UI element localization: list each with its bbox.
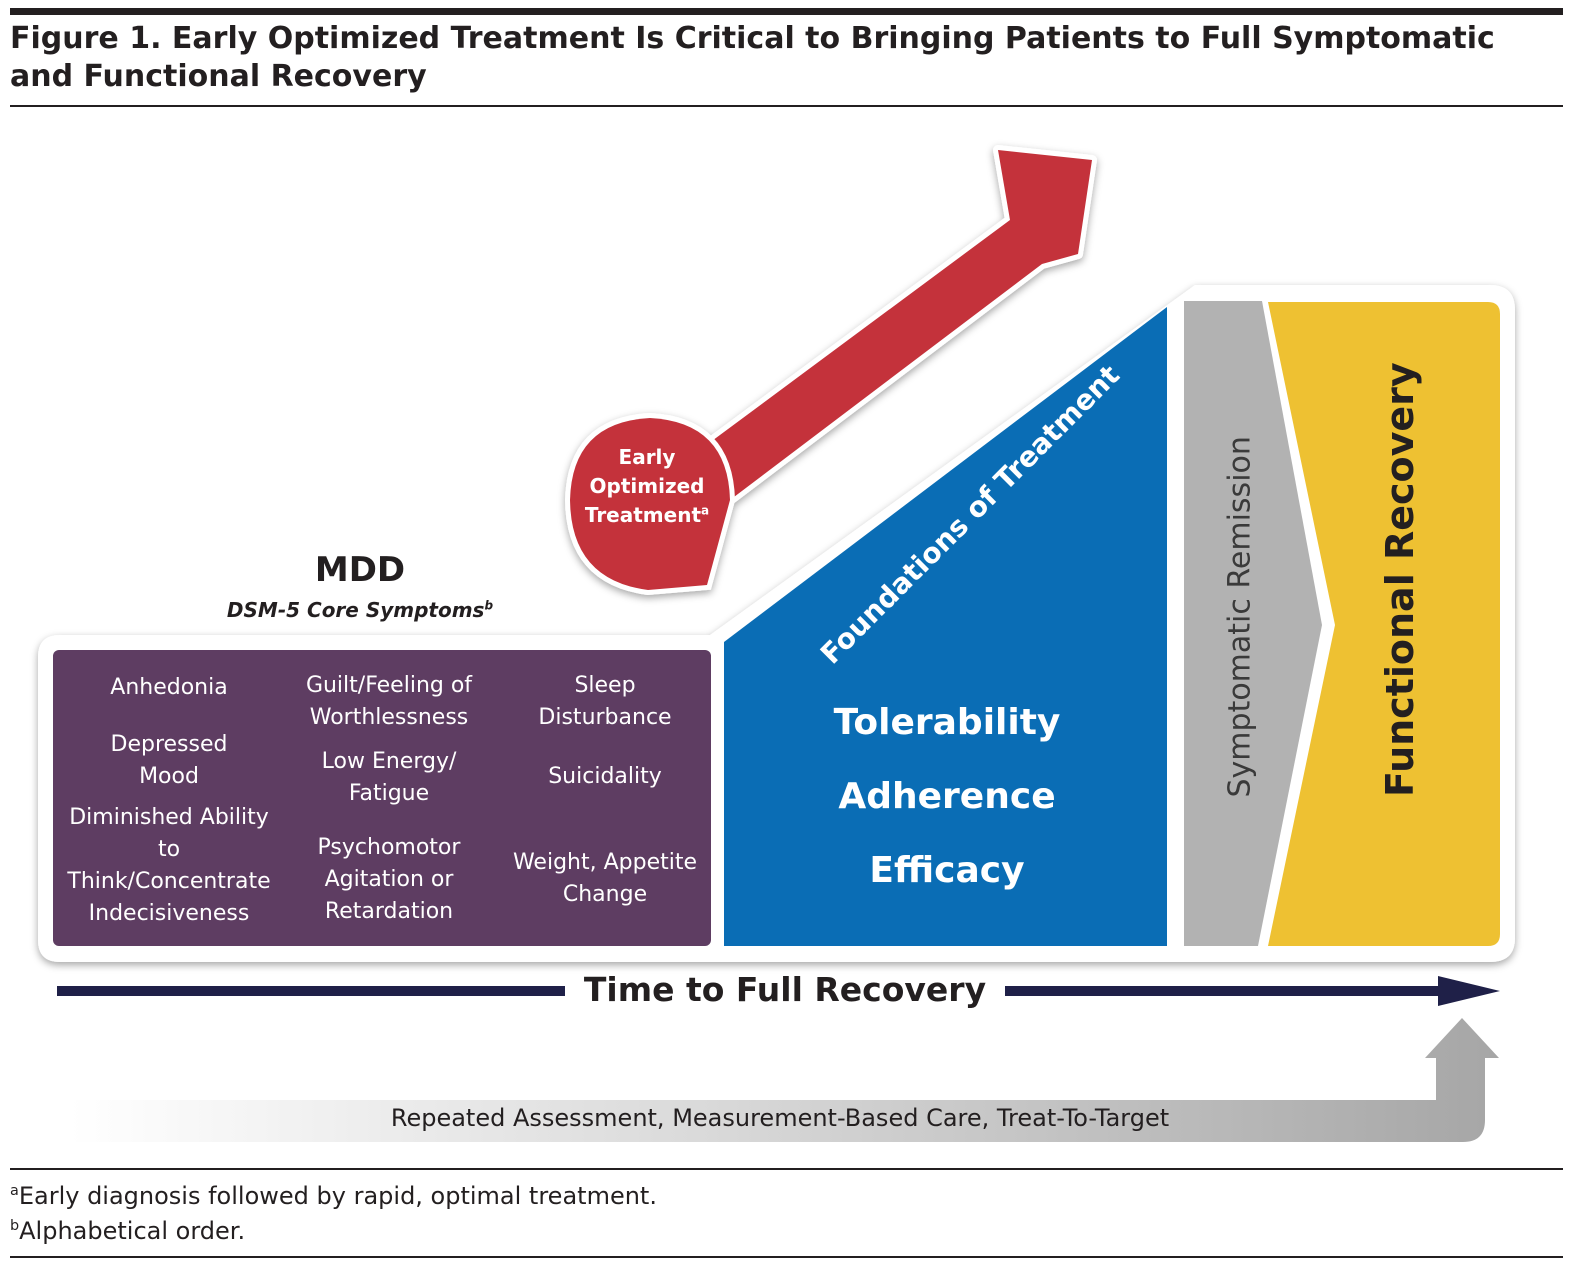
time-arrowhead [1438,976,1500,1006]
early-treatment-line1: Early [618,445,676,469]
footnote-b-text: Alphabetical order. [19,1217,246,1245]
footnote-rule [10,1168,1563,1170]
title-rule [10,105,1563,107]
symptom-psychomotor: Psychomotor Agitation or Retardation [317,835,461,924]
assessment-arrow [70,1018,1499,1142]
early-treatment-note-mark: a [701,503,710,518]
dsm-subheading-text: DSM-5 Core Symptoms [226,598,485,622]
footnote-b: bAlphabetical order. [10,1216,245,1246]
timeline-label: Time to Full Recovery [583,970,987,1009]
recovery-label: Functional Recovery [1378,362,1422,797]
foundation-adherence: Adherence [838,776,1056,817]
symptom-suicidality: Suicidality [548,764,662,789]
remission-panel [1184,301,1322,946]
footnote-a: aEarly diagnosis followed by rapid, opti… [10,1181,657,1211]
mdd-heading: MDD [314,550,406,590]
foundations-panel [724,307,1167,946]
figure-title: Figure 1. Early Optimized Treatment Is C… [10,21,1495,94]
early-treatment-label: Early Optimized Treatmenta [570,443,724,530]
time-line-right [1005,986,1450,996]
symptom-low-energy: Low Energy/ Fatigue [321,749,457,806]
top-rule [10,8,1563,15]
symptom-sleep: Sleep Disturbance [538,673,672,730]
symptom-guilt: Guilt/Feeling of Worthlessness [305,673,473,730]
symptom-anhedonia: Anhedonia [110,675,228,700]
dsm-subheading: DSM-5 Core Symptomsb [160,598,560,622]
bottom-rule [10,1256,1563,1258]
footnote-a-text: Early diagnosis followed by rapid, optim… [18,1182,657,1210]
remission-label: Symptomatic Remission [1222,436,1258,798]
footnote-b-mark: b [10,1218,20,1234]
dsm-note-mark: b [484,598,494,613]
time-line-left [57,986,565,996]
assessment-label: Repeated Assessment, Measurement-Based C… [390,1104,1170,1132]
early-treatment-arrow [564,145,1097,596]
foundation-efficacy: Efficacy [869,850,1025,891]
symptom-diminished-ability: Diminished Ability to Think/Concentrate … [67,805,271,926]
symptom-depressed-mood: Depressed Mood [110,732,228,789]
footnote-a-mark: a [10,1183,19,1199]
symptoms-panel [53,650,711,946]
early-treatment-line2: Optimized [589,474,705,498]
symptom-weight: Weight, Appetite Change [512,850,698,907]
recovery-panel [1268,302,1500,946]
early-treatment-line3: Treatment [584,503,702,527]
foundation-tolerability: Tolerability [833,702,1061,743]
